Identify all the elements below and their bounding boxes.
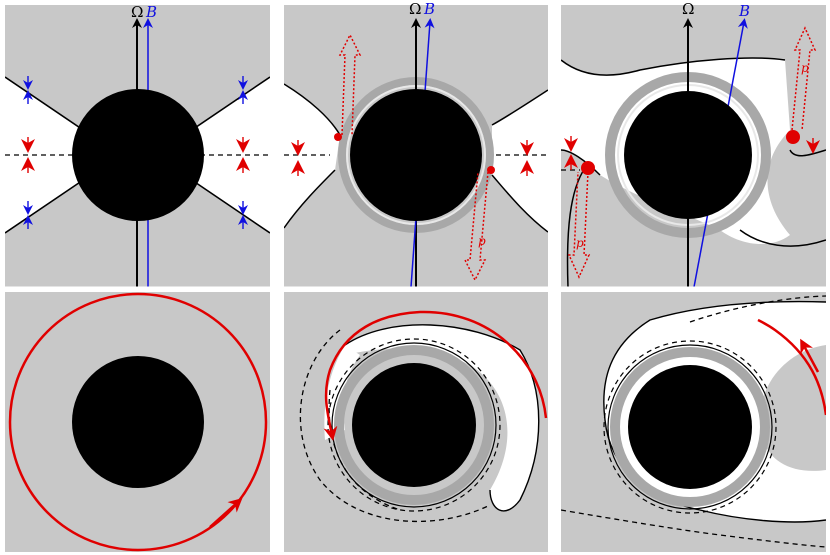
pressure-arrow-up — [791, 26, 817, 131]
b-field-label: B — [423, 0, 435, 18]
omega-label: Ω — [682, 0, 694, 18]
panel-top-late — [561, 5, 826, 287]
pressure-label: p — [576, 236, 584, 250]
boundary-line — [603, 300, 826, 523]
disk-ring-outline — [607, 344, 773, 510]
central-body — [352, 363, 476, 487]
spiral-dashed — [561, 295, 826, 548]
gap-region — [284, 84, 340, 228]
blob-marker — [581, 161, 595, 175]
disk-ring-outline-dashed — [327, 338, 501, 512]
central-body — [624, 91, 752, 219]
disk-ring-outline-dashed — [603, 340, 777, 514]
panel-bottom-circular — [5, 292, 270, 552]
panel-bottom-spiral-late — [561, 292, 826, 552]
central-body — [350, 89, 482, 221]
pressure-label: p — [478, 234, 486, 248]
pressure-arrow-down — [567, 171, 591, 279]
panel-bottom-spiral — [284, 292, 548, 552]
central-body — [72, 356, 204, 488]
boundary-line — [561, 57, 826, 247]
boundary-line — [344, 324, 540, 512]
boundary-line — [5, 76, 270, 234]
pressure-label: p — [801, 61, 809, 75]
omega-label: Ω — [131, 3, 143, 21]
inflow-arrow — [800, 338, 820, 373]
blob-marker — [487, 166, 495, 174]
boundary-line — [566, 167, 586, 287]
compression-arrows-red — [21, 137, 250, 173]
orbit-arrow — [209, 498, 243, 528]
central-body — [72, 89, 204, 221]
compression-arrows-red — [291, 140, 534, 176]
blob-marker — [334, 133, 342, 141]
blob-marker — [786, 130, 800, 144]
compression-arrows-blue — [23, 76, 248, 229]
panel-top-early — [284, 5, 548, 287]
disk-ring — [334, 345, 494, 505]
gap-region — [180, 77, 270, 233]
disk-ring — [610, 347, 770, 507]
panel-top-aligned — [5, 5, 270, 287]
central-body — [628, 365, 752, 489]
boundary-line — [284, 83, 548, 233]
inflow-path — [757, 318, 826, 416]
gap-region — [345, 324, 539, 511]
pressure-arrow-up — [338, 33, 362, 136]
omega-label: Ω — [409, 0, 421, 18]
compression-arrows-red — [564, 136, 820, 170]
inflow-path — [323, 310, 548, 441]
b-field-label: B — [145, 3, 157, 21]
orbit-path — [8, 292, 268, 552]
b-field-label: B — [738, 2, 750, 20]
disk-ring-outline — [331, 342, 497, 508]
pressure-arrow-down — [463, 171, 489, 282]
